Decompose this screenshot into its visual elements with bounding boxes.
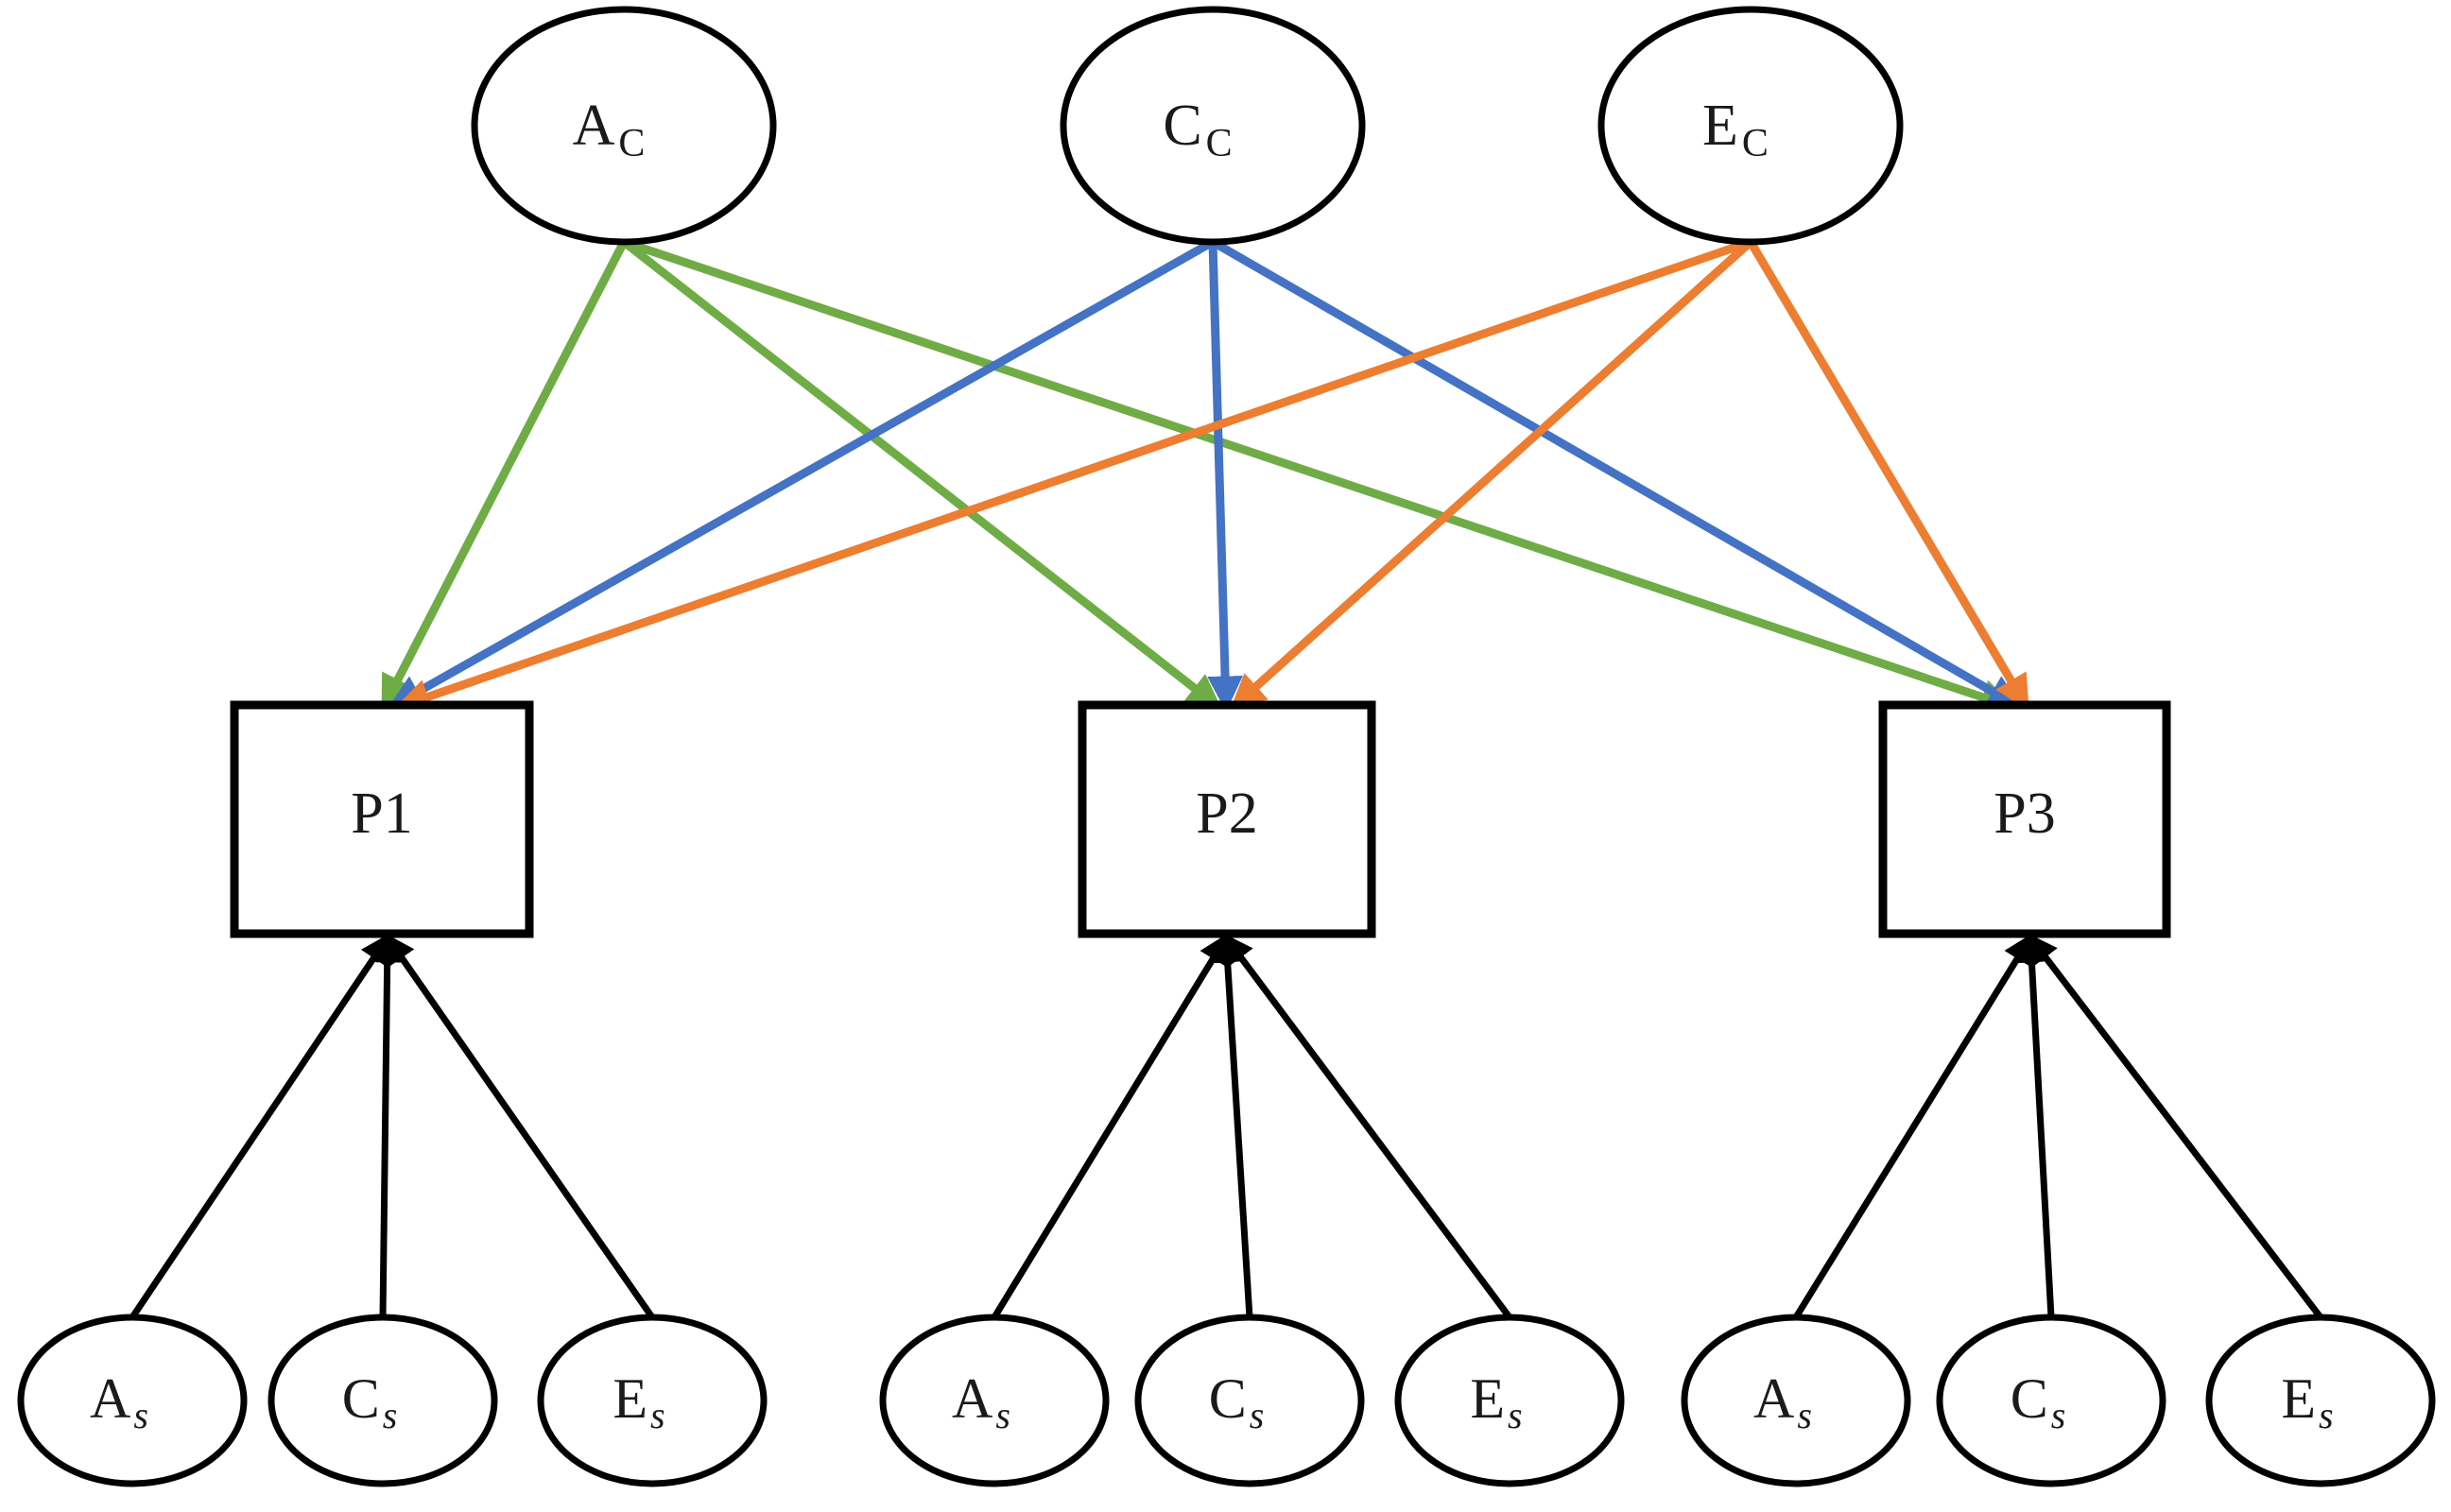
specific-paths-layer: [129, 932, 2323, 1320]
specific-factor-node-p3-as[interactable]: As: [1681, 1314, 1911, 1487]
common-path-ec-to-p1: [393, 237, 1752, 714]
specific-factor-label: As: [952, 1367, 1010, 1436]
specific-factor-ellipse[interactable]: [1134, 1314, 1365, 1487]
phenotype-label: P3: [1994, 782, 2055, 846]
common-path-cc-to-p2: [1207, 241, 1243, 713]
common-factor-node-ac[interactable]: AC: [471, 6, 777, 246]
specific-path: [384, 933, 655, 1320]
specific-factor-label: As: [90, 1367, 148, 1436]
specific-path: [1222, 933, 1512, 1320]
common-factor-ellipse[interactable]: [1597, 6, 1904, 246]
specific-factor-node-p2-cs[interactable]: Cs: [1134, 1314, 1365, 1487]
specific-factor-group-p3: As Cs Es: [1681, 1314, 2436, 1487]
common-factor-label: CC: [1163, 94, 1232, 164]
common-factor-layer: AC CC EC: [471, 6, 1904, 246]
specific-factor-label: Cs: [342, 1367, 398, 1436]
specific-factor-layer: As Cs Es As Cs Es As Cs Es: [17, 1314, 2436, 1487]
common-factor-label: EC: [1702, 94, 1769, 164]
common-factor-node-ec[interactable]: EC: [1597, 6, 1904, 246]
specific-factor-node-p2-es[interactable]: Es: [1394, 1314, 1625, 1487]
specific-factor-node-p1-cs[interactable]: Cs: [268, 1314, 498, 1487]
common-factor-node-cc[interactable]: CC: [1060, 6, 1366, 246]
specific-factor-ellipse[interactable]: [17, 1314, 248, 1487]
specific-factor-label: Cs: [2011, 1367, 2066, 1436]
specific-factor-group-p1: As Cs Es: [17, 1314, 768, 1487]
specific-path: [2016, 932, 2055, 1318]
specific-factor-ellipse[interactable]: [2205, 1314, 2436, 1487]
specific-factor-label: Es: [2281, 1367, 2333, 1436]
phenotype-box[interactable]: [1878, 700, 2171, 938]
specific-factor-node-p3-es[interactable]: Es: [2205, 1314, 2436, 1487]
specific-path: [992, 933, 1230, 1319]
phenotype-label: P1: [351, 782, 412, 846]
specific-path: [1212, 932, 1253, 1318]
specific-factor-label: As: [1753, 1367, 1812, 1436]
phenotype-node-p2[interactable]: P2: [1078, 700, 1376, 938]
common-path-ec-to-p2: [1230, 238, 1754, 711]
common-path-ac-to-p1: [380, 239, 628, 712]
common-factor-label: AC: [573, 94, 646, 164]
specific-path: [2027, 933, 2323, 1320]
specific-path: [129, 933, 391, 1319]
phenotype-node-p3[interactable]: P3: [1878, 700, 2171, 938]
phenotype-layer: P1 P2 P3: [230, 700, 2171, 938]
common-factor-ellipse[interactable]: [1060, 6, 1366, 246]
specific-factor-label: Es: [613, 1367, 665, 1436]
specific-factor-node-p2-as[interactable]: As: [879, 1314, 1110, 1487]
specific-factor-ellipse[interactable]: [537, 1314, 768, 1487]
specific-factor-ellipse[interactable]: [879, 1314, 1110, 1487]
specific-factor-label: Cs: [1209, 1367, 1265, 1436]
specific-factor-node-p1-as[interactable]: As: [17, 1314, 248, 1487]
specific-factor-node-p1-es[interactable]: Es: [537, 1314, 768, 1487]
phenotype-box[interactable]: [1078, 700, 1376, 938]
common-path-cc-to-p1: [387, 238, 1216, 711]
specific-factor-ellipse[interactable]: [1394, 1314, 1625, 1487]
common-path-ac-to-p2: [621, 238, 1223, 711]
specific-path: [371, 932, 403, 1318]
specific-factor-label: Es: [1470, 1367, 1522, 1436]
common-factor-ellipse[interactable]: [471, 6, 777, 246]
specific-factor-ellipse[interactable]: [1936, 1314, 2166, 1487]
specific-factor-ellipse[interactable]: [1681, 1314, 1911, 1487]
phenotype-label: P2: [1196, 782, 1257, 846]
common-paths-layer: [380, 237, 2030, 714]
specific-path: [1793, 933, 2034, 1319]
common-path-ac-to-p3: [622, 237, 2017, 714]
specific-factor-node-p3-cs[interactable]: Cs: [1936, 1314, 2166, 1487]
common-path-ec-to-p3: [1747, 239, 2030, 712]
common-path-cc-to-p3: [1210, 238, 2024, 711]
specific-factor-group-p2: As Cs Es: [879, 1314, 1625, 1487]
phenotype-box[interactable]: [230, 700, 534, 938]
phenotype-node-p1[interactable]: P1: [230, 700, 534, 938]
specific-factor-ellipse[interactable]: [268, 1314, 498, 1487]
